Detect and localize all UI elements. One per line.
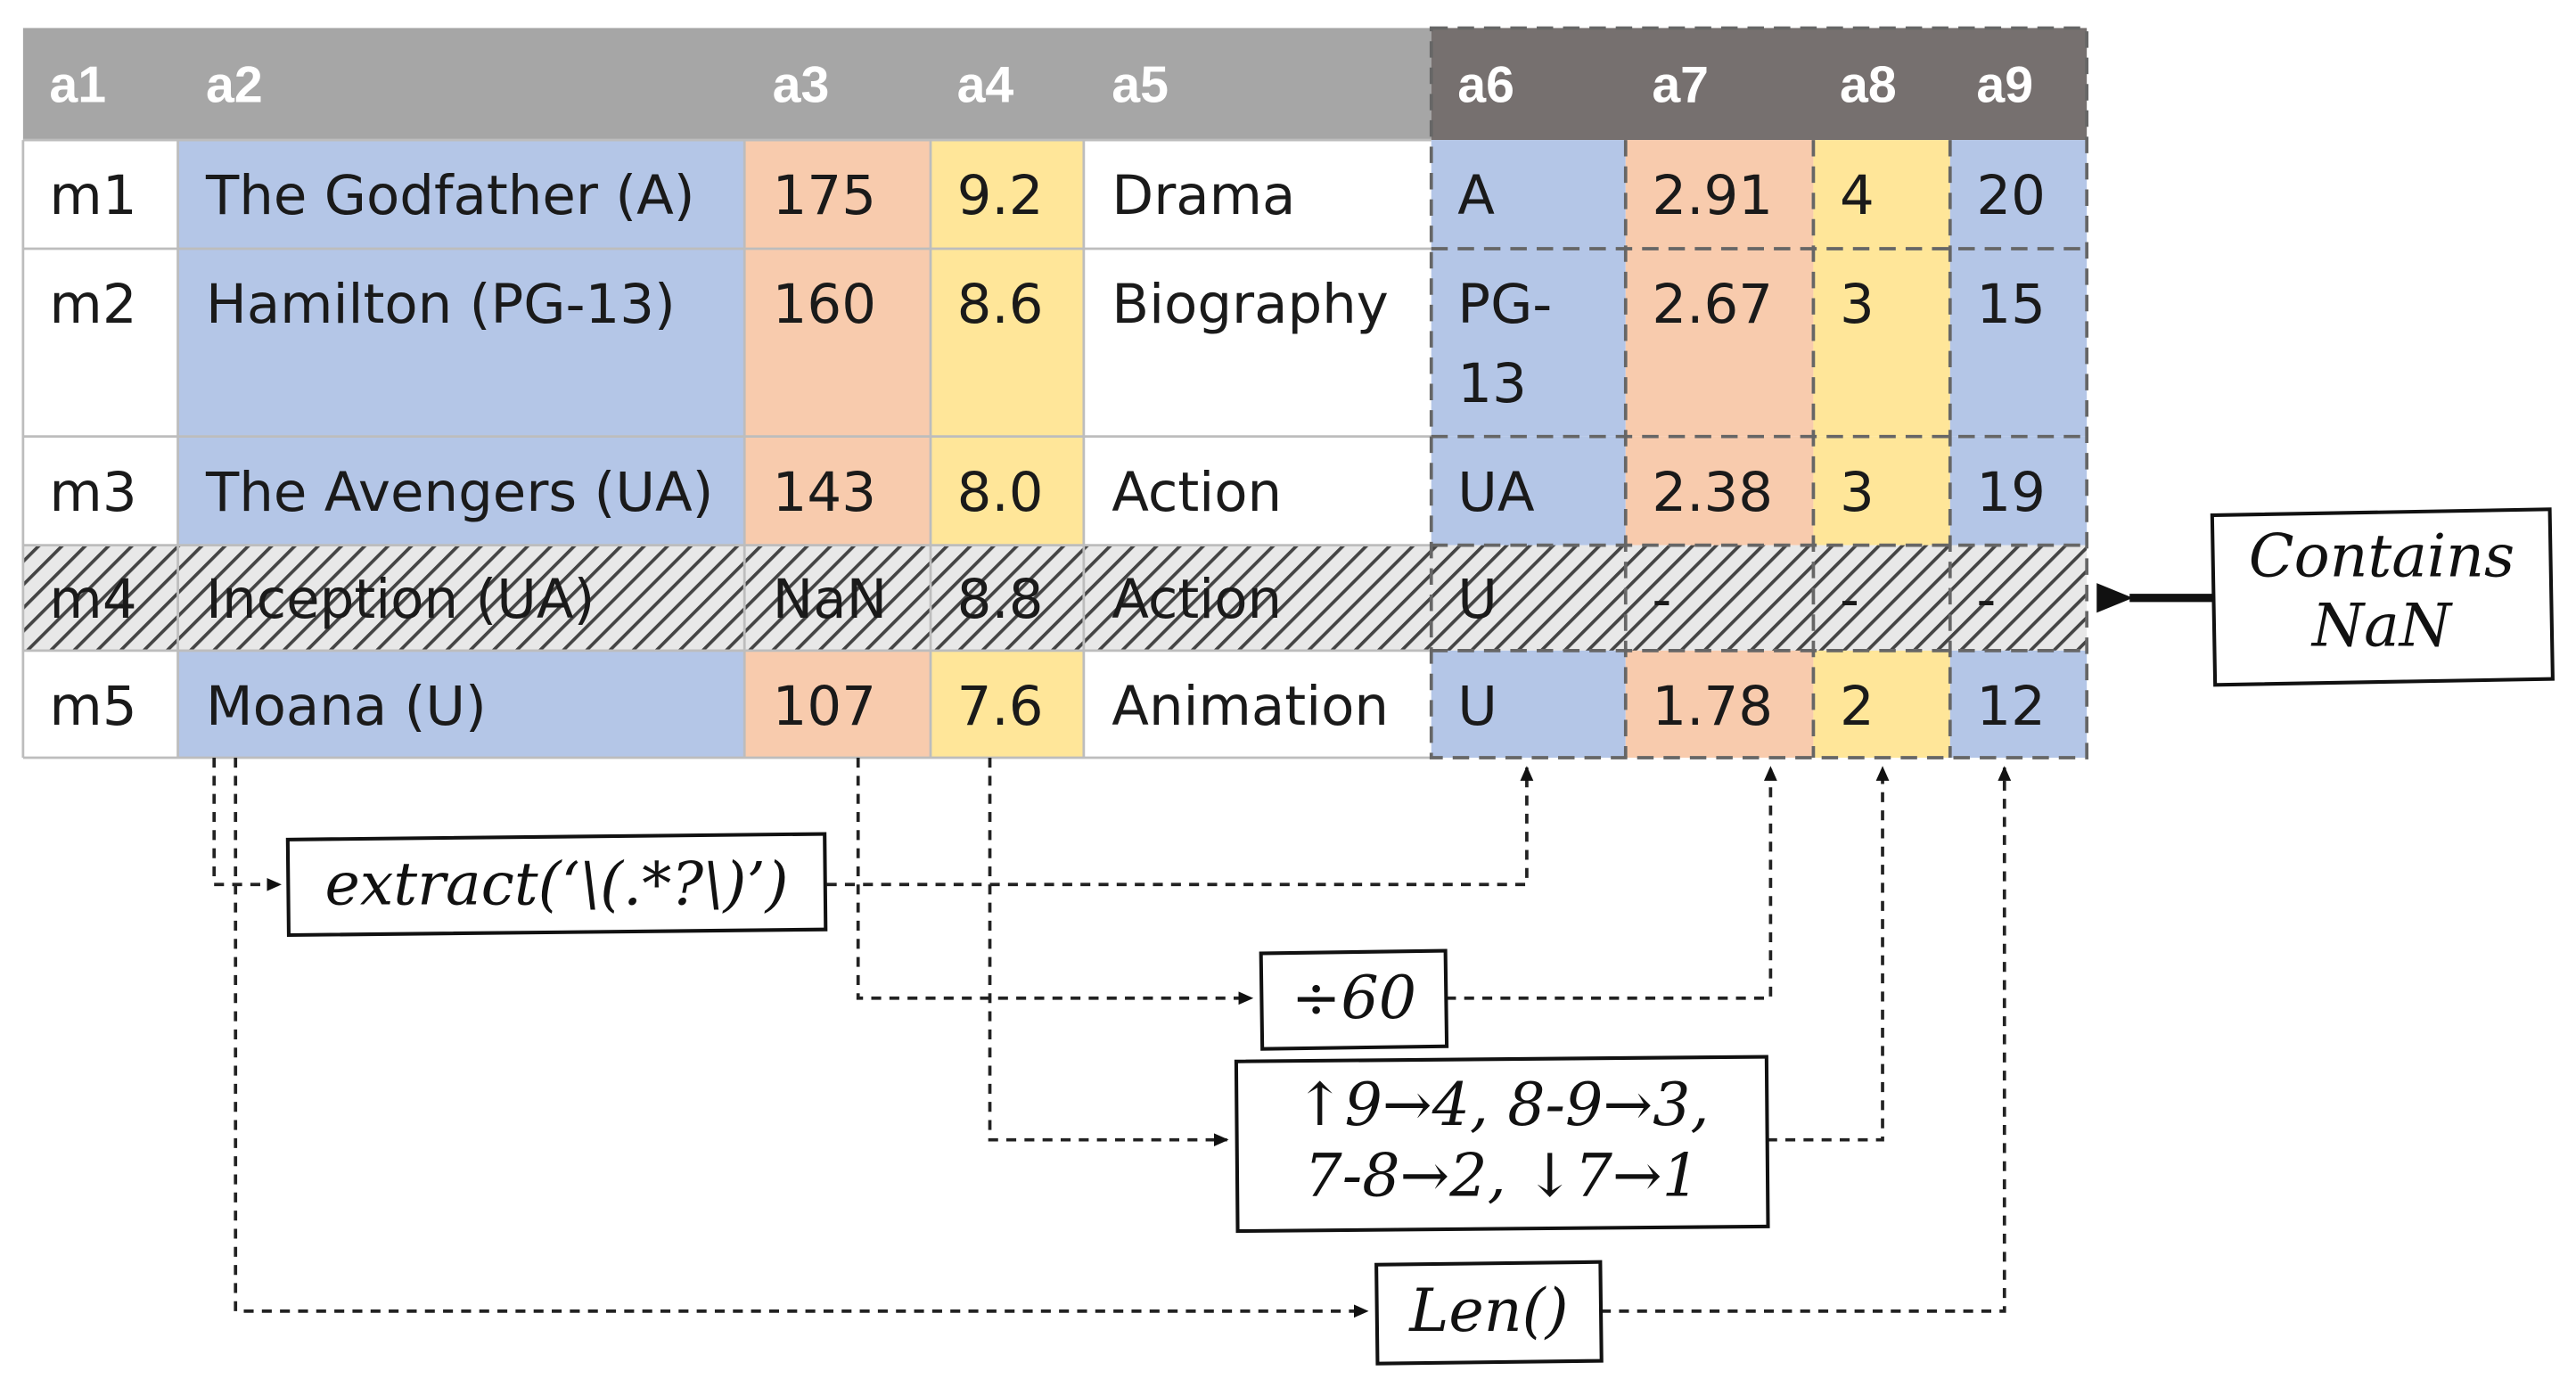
header-cell: a7 bbox=[1652, 57, 1709, 114]
nan-row-hatch bbox=[22, 545, 2088, 651]
table-cell: Hamilton (PG-13) bbox=[206, 273, 676, 336]
len-box bbox=[1374, 1260, 1604, 1366]
divide-label: ÷60 bbox=[1292, 963, 1416, 1032]
table-cell: 8.6 bbox=[957, 273, 1044, 336]
connector-a3-divide bbox=[856, 757, 1254, 1006]
table-cell: 19 bbox=[1976, 461, 2046, 524]
connector-divide-a7 bbox=[1446, 766, 1777, 1000]
table-cell: Action bbox=[1112, 568, 1282, 631]
table-cell: Animation bbox=[1112, 675, 1389, 738]
table-cell: 3 bbox=[1840, 461, 1875, 524]
connector-extract-a6 bbox=[826, 766, 1534, 887]
table-cell: 1.78 bbox=[1652, 675, 1773, 738]
table-cell: UA bbox=[1457, 461, 1535, 524]
table-cell: 12 bbox=[1976, 675, 2046, 738]
connector-a2-len bbox=[234, 757, 1369, 1318]
table-grid bbox=[21, 26, 2089, 759]
table-cell: - bbox=[1652, 568, 1671, 631]
table-cell: Drama bbox=[1112, 164, 1295, 227]
header-cell: a4 bbox=[957, 57, 1014, 114]
header-band-derived bbox=[1431, 28, 2088, 141]
bins-box bbox=[1234, 1055, 1770, 1234]
table-cell: 8.8 bbox=[957, 568, 1044, 631]
bins-label: ↑9→4, 8-9→3, bbox=[1295, 1070, 1710, 1139]
table-cell: 107 bbox=[773, 675, 876, 738]
table-cell: Biography bbox=[1112, 273, 1389, 336]
contains-nan-label: NaN bbox=[2310, 590, 2454, 660]
header-cell: a2 bbox=[206, 57, 263, 114]
table-cell: 8.0 bbox=[957, 461, 1044, 524]
connector-len-a9 bbox=[1601, 766, 2012, 1313]
header-row: a1 a2 a3 a4 a5 a6 a7 a8 a9 bbox=[49, 57, 2033, 114]
table-cell: 3 bbox=[1840, 273, 1875, 336]
header-cell: a5 bbox=[1112, 57, 1169, 114]
table-cell: 2.38 bbox=[1652, 461, 1773, 524]
table-cell: The Godfather (A) bbox=[205, 164, 695, 227]
table-cell: 4 bbox=[1840, 164, 1875, 227]
divide-box bbox=[1259, 948, 1449, 1051]
table-cell: m3 bbox=[49, 461, 136, 524]
table-cell: 160 bbox=[773, 273, 876, 336]
table-row: m2 Hamilton (PG-13) 160 8.6 Biography PG… bbox=[49, 273, 2046, 415]
table-cell: 20 bbox=[1976, 164, 2046, 227]
table-cell: - bbox=[1976, 568, 1996, 631]
extract-box bbox=[285, 832, 828, 938]
header-cell: a3 bbox=[773, 57, 830, 114]
header-cell: a9 bbox=[1976, 57, 2033, 114]
table-cell: m5 bbox=[49, 675, 136, 738]
table-cell: 2.91 bbox=[1652, 164, 1773, 227]
connector-bins-a8 bbox=[1767, 766, 1890, 1142]
table-cell: 175 bbox=[773, 164, 876, 227]
table-cell: NaN bbox=[773, 568, 888, 631]
table-cell: 7.6 bbox=[957, 675, 1044, 738]
contains-nan-box bbox=[2210, 507, 2555, 687]
table-cell: m4 bbox=[49, 568, 136, 631]
table-cell: 2 bbox=[1840, 675, 1875, 738]
connector-a4-bins bbox=[988, 757, 1229, 1147]
table-cell: U bbox=[1457, 675, 1497, 738]
table-cell: U bbox=[1457, 568, 1497, 631]
table-row: m1 The Godfather (A) 175 9.2 Drama A 2.9… bbox=[49, 164, 2046, 227]
table-cell: Moana (U) bbox=[206, 675, 487, 738]
header-cell: a1 bbox=[49, 57, 106, 114]
table-cell: 143 bbox=[773, 461, 876, 524]
table-row-nan: m4 Inception (UA) NaN 8.8 Action U - - - bbox=[49, 568, 1996, 631]
bins-label: 7-8→2, ↓7→1 bbox=[1304, 1141, 1700, 1211]
table-cell: m2 bbox=[49, 273, 136, 336]
connector-a2-extract bbox=[212, 757, 282, 891]
table-cell-wrapped: PG-13 bbox=[1457, 273, 1552, 415]
table-cell: Action bbox=[1112, 461, 1282, 524]
table-cell: The Avengers (UA) bbox=[205, 461, 713, 524]
extract-label: extract(‘\(.*?\)’) bbox=[325, 849, 789, 918]
table-row: m3 The Avengers (UA) 143 8.0 Action UA 2… bbox=[49, 461, 2046, 524]
header-cell: a8 bbox=[1840, 57, 1897, 114]
table-cell: - bbox=[1840, 568, 1859, 631]
contains-nan-label: Contains bbox=[2249, 521, 2514, 591]
table-cell: 9.2 bbox=[957, 164, 1044, 227]
table-cell: 2.67 bbox=[1652, 273, 1773, 336]
len-label: Len() bbox=[1408, 1276, 1568, 1345]
table-cell: 15 bbox=[1976, 273, 2046, 336]
table-row: m5 Moana (U) 107 7.6 Animation U 1.78 2 … bbox=[49, 675, 2046, 738]
table-cell: Inception (UA) bbox=[206, 568, 595, 631]
header-band-original bbox=[22, 28, 1432, 141]
table-cell: m1 bbox=[49, 164, 136, 227]
table-cell: A bbox=[1457, 164, 1495, 227]
header-cell: a6 bbox=[1457, 57, 1514, 114]
